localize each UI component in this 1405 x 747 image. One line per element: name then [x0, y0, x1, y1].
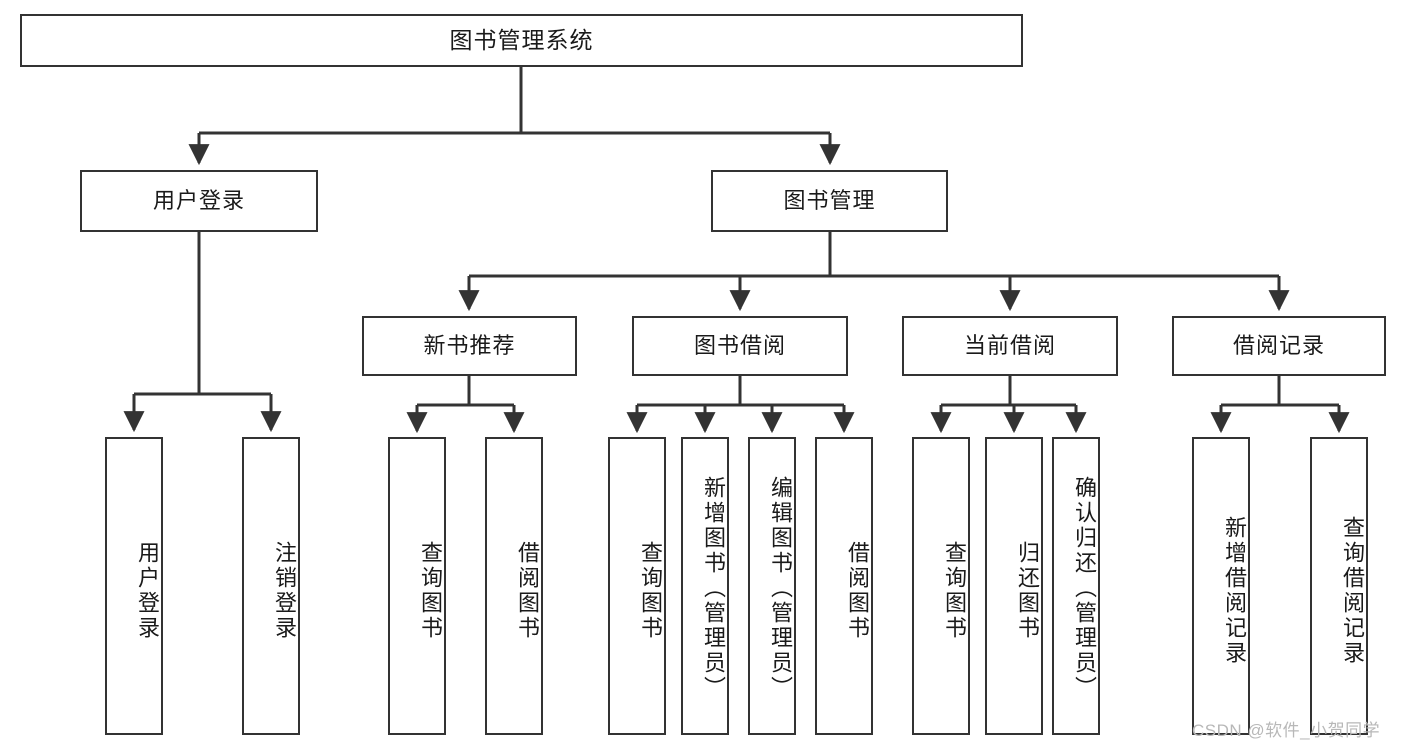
node-user-login[interactable]: 用户登录: [80, 170, 318, 232]
node-leaf-query-book-2[interactable]: 查询图书: [608, 437, 666, 735]
node-leaf-user-login[interactable]: 用户登录: [105, 437, 163, 735]
csdn-watermark: CSDN @软件_小贺同学: [1192, 721, 1381, 740]
node-leaf-add-book-admin[interactable]: 新增图书（管理员）: [681, 437, 729, 735]
node-current-borrow[interactable]: 当前借阅: [902, 316, 1118, 376]
node-leaf-user-logout[interactable]: 注销登录: [242, 437, 300, 735]
node-leaf-edit-book-admin[interactable]: 编辑图书（管理员）: [748, 437, 796, 735]
node-leaf-query-book-3[interactable]: 查询图书: [912, 437, 970, 735]
node-leaf-return-book[interactable]: 归还图书: [985, 437, 1043, 735]
node-leaf-borrow-book-2[interactable]: 借阅图书: [815, 437, 873, 735]
node-root-system[interactable]: 图书管理系统: [20, 14, 1023, 67]
node-new-book-recommend[interactable]: 新书推荐: [362, 316, 577, 376]
node-leaf-borrow-book-1[interactable]: 借阅图书: [485, 437, 543, 735]
node-leaf-query-book-1[interactable]: 查询图书: [388, 437, 446, 735]
node-leaf-query-borrow-record[interactable]: 查询借阅记录: [1310, 437, 1368, 735]
node-leaf-confirm-return-admin[interactable]: 确认归还（管理员）: [1052, 437, 1100, 735]
node-leaf-add-borrow-record[interactable]: 新增借阅记录: [1192, 437, 1250, 735]
node-borrow-record[interactable]: 借阅记录: [1172, 316, 1386, 376]
node-book-borrow[interactable]: 图书借阅: [632, 316, 848, 376]
node-book-manage[interactable]: 图书管理: [711, 170, 948, 232]
